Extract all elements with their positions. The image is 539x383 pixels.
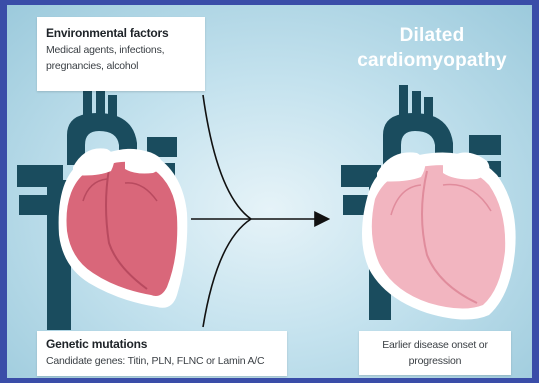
dcm-title-line-1: Dilated	[347, 23, 517, 48]
dilated-cardiomyopathy-title: Dilated cardiomyopathy	[347, 23, 517, 73]
genetic-mutations-title: Genetic mutations	[37, 331, 287, 353]
dilated-heart-illustration	[341, 85, 516, 320]
dcm-title-line-2: cardiomyopathy	[347, 48, 517, 73]
dilated-pulmonary-vein-right	[469, 135, 501, 155]
environmental-factors-title: Environmental factors	[37, 17, 205, 42]
outcome-box: Earlier disease onset or progression	[359, 331, 511, 375]
genetic-mutations-box: Genetic mutations Candidate genes: Titin…	[37, 331, 287, 376]
environmental-factors-box: Environmental factors Medical agents, in…	[37, 17, 205, 91]
outcome-text: Earlier disease onset or progression	[359, 331, 511, 369]
environmental-influence-curve	[203, 95, 251, 219]
normal-heart-illustration	[17, 83, 187, 330]
genetic-mutations-text: Candidate genes: Titin, PLN, FLNC or Lam…	[37, 353, 287, 369]
diagram-canvas: Environmental factors Medical agents, in…	[7, 5, 532, 378]
environmental-factors-text: Medical agents, infections, pregnancies,…	[37, 42, 204, 74]
genetic-influence-curve	[203, 219, 251, 327]
